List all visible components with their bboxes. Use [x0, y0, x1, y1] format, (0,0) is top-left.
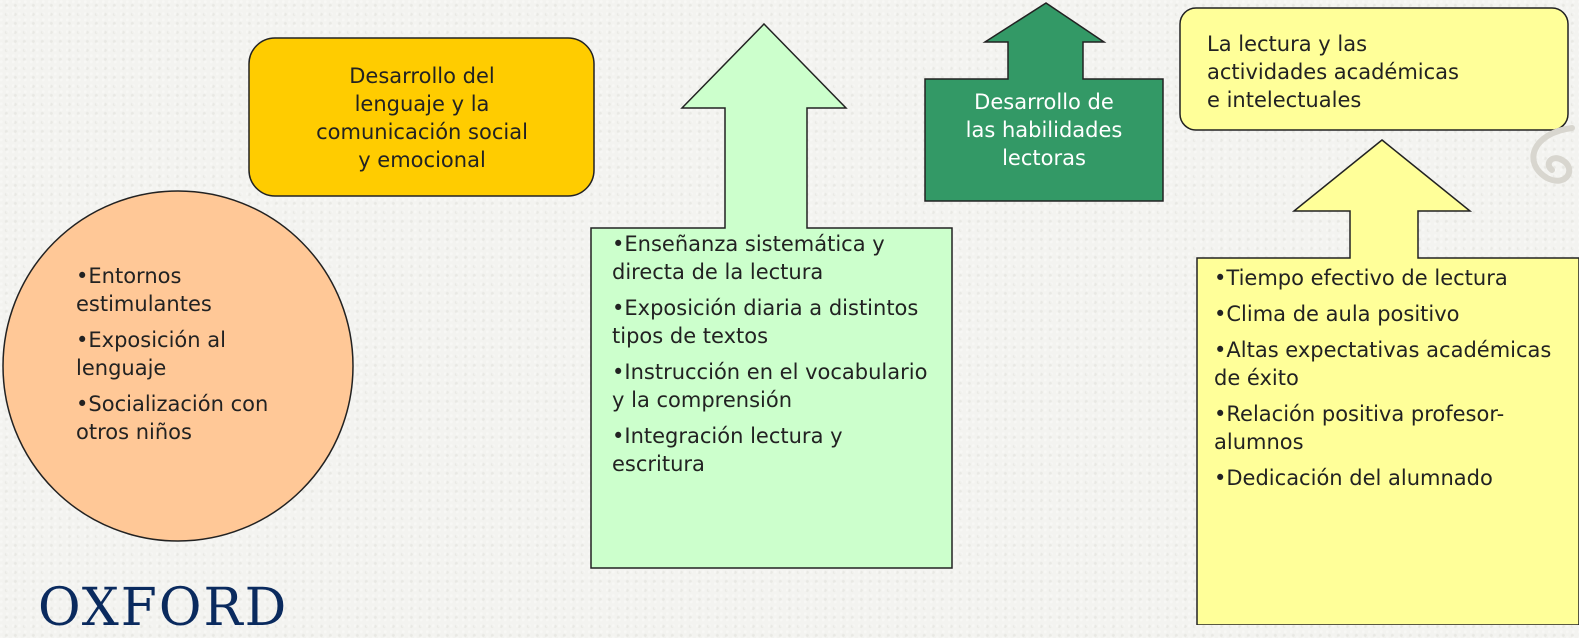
classroom-factors-list: Tiempo efectivo de lectura Clima de aula… [1214, 264, 1564, 500]
list-item: Enseñanza sistemática y directa de la le… [612, 230, 942, 286]
reading-instruction-list: Enseñanza sistemática y directa de la le… [612, 230, 942, 486]
language-development-label: Desarrollo del lenguaje y la comunicació… [316, 64, 528, 172]
list-item: Integración lectura y escritura [612, 422, 942, 478]
list-item: Instrucción en el vocabulario y la compr… [612, 358, 942, 414]
list-item: Dedicación del alumnado [1214, 464, 1564, 492]
academic-activities-box [1179, 7, 1569, 131]
list-item: Altas expectativas académicas de éxito [1214, 336, 1564, 392]
language-development-box [248, 37, 595, 197]
academic-activities-label: La lectura y las actividades académicas … [1207, 32, 1459, 112]
reading-skills-arrow [924, 2, 1164, 202]
list-item: Socialización con otros niños [76, 390, 286, 446]
list-item: Relación positiva profesor-alumnos [1214, 400, 1564, 456]
list-item: Entornos estimulantes [76, 262, 286, 318]
reading-skills-label: Desarrollo de las habilidades lectoras [965, 90, 1123, 170]
list-item: Exposición diaria a distintos tipos de t… [612, 294, 942, 350]
early-environment-list: Entornos estimulantes Exposición al leng… [76, 262, 286, 454]
list-item: Exposición al lenguaje [76, 326, 286, 382]
oxford-logo: OXFORD [38, 578, 289, 638]
list-item: Tiempo efectivo de lectura [1214, 264, 1564, 292]
swirl-ornament-icon [1530, 125, 1575, 184]
list-item: Clima de aula positivo [1214, 300, 1564, 328]
